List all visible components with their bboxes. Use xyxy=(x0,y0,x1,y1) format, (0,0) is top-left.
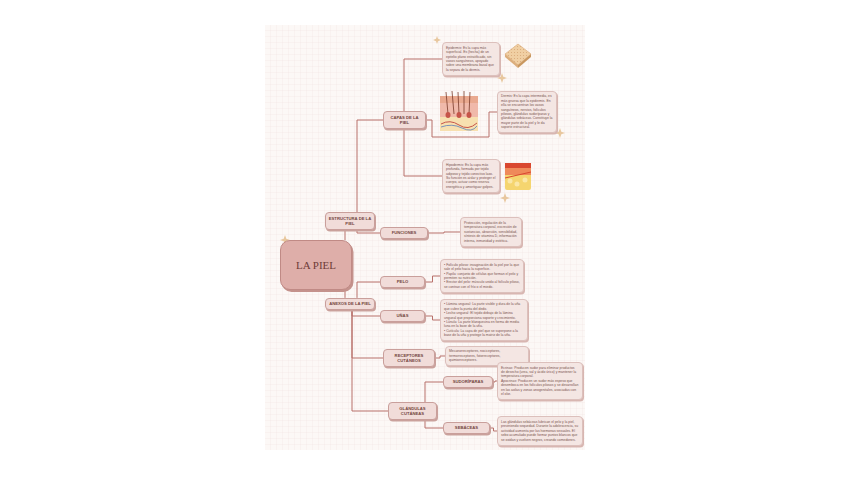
node-text: PELO xyxy=(383,279,422,284)
branch-box: ANEXOS DE LA PIEL xyxy=(325,298,375,310)
content-box: Epidermis: Es la capa más superficial. E… xyxy=(442,42,500,76)
connector xyxy=(425,420,443,428)
branch-box: GLÁNDULAS CUTÁNEAS xyxy=(388,402,437,420)
node-text: • Lecho ungueal: El tejido debajo de la … xyxy=(444,311,524,320)
connector xyxy=(425,276,440,282)
content-box: • Folículo piloso: invaginación de la pi… xyxy=(440,259,524,293)
branch-box: RECEPTORES CUTÁNEOS xyxy=(383,349,435,367)
branch-box: SUDORÍPARAS xyxy=(443,376,493,388)
branch-box: SEBÁCEAS xyxy=(443,422,490,434)
node-text: Hipodermis: Es la capa más profunda, for… xyxy=(446,163,496,190)
connector xyxy=(345,230,346,240)
epidermis-illustration xyxy=(505,44,531,68)
node-text: Ecrinas: Producen sudor para eliminar pr… xyxy=(501,366,579,379)
node-text: SEBÁCEAS xyxy=(446,425,487,430)
node-text: Las glándulas sebáceas lubrican el pelo … xyxy=(501,420,579,442)
node-text: • Erector del pelo: músculo unido al fol… xyxy=(444,280,520,289)
node-text: RECEPTORES CUTÁNEOS xyxy=(386,353,432,364)
node-text: Dermis: Es la capa intermedia, es más gr… xyxy=(501,94,553,129)
branch-box: CAPAS DE LA PIEL xyxy=(383,111,426,129)
connector xyxy=(404,59,442,111)
node-text: Epidermis: Es la capa más superficial. E… xyxy=(446,46,496,73)
branch-box: ESTRUCTURA DE LA PIEL xyxy=(325,212,375,230)
node-text: • Papila: conjunto de células que forman… xyxy=(444,272,520,281)
content-box: Ecrinas: Producen sudor para eliminar pr… xyxy=(497,362,583,400)
connector xyxy=(426,112,497,137)
connector xyxy=(352,310,380,316)
branch-box: UÑAS xyxy=(380,310,425,322)
connector xyxy=(425,382,443,402)
hipodermis-illustration xyxy=(505,163,531,190)
branch-box: PELO xyxy=(380,276,425,288)
node-text: Protección, regulación de la temperatura… xyxy=(464,221,518,243)
node-text: CAPAS DE LA PIEL xyxy=(386,115,423,126)
connector xyxy=(404,129,442,176)
node-text: UÑAS xyxy=(383,313,422,318)
node-text: • Lúnula: La parte blanquecina en forma … xyxy=(444,320,524,329)
connector xyxy=(352,310,383,358)
paper-grid xyxy=(265,25,585,450)
content-box: • Lámina ungueal: La parte visible y dur… xyxy=(440,299,528,341)
connector xyxy=(425,316,440,320)
content-box: Protección, regulación de la temperatura… xyxy=(460,217,522,246)
content-box: Hipodermis: Es la capa más profunda, for… xyxy=(442,159,500,193)
content-box: Las glándulas sebáceas lubrican el pelo … xyxy=(497,416,583,445)
connector xyxy=(490,428,497,431)
paper-sheet xyxy=(265,25,585,450)
connector xyxy=(435,356,445,358)
connector xyxy=(357,120,383,212)
node-text: • Lámina ungueal: La parte visible y dur… xyxy=(444,302,524,311)
content-box: Dermis: Es la capa intermedia, es más gr… xyxy=(497,91,557,133)
sparkles xyxy=(280,36,565,245)
node-text: • Cutícula: La capa de piel que se super… xyxy=(444,329,524,338)
node-text: Apocrinas: Producen un sudor más espeso … xyxy=(501,379,579,397)
connector xyxy=(345,290,346,298)
connector xyxy=(357,230,380,233)
central-topic: LA PIEL xyxy=(280,240,352,290)
connector xyxy=(357,282,380,298)
node-text: Mecanorreceptores, nociceptores, termorr… xyxy=(449,349,525,362)
node-text: ANEXOS DE LA PIEL xyxy=(328,301,372,306)
node-text: FUNCIONES xyxy=(383,230,425,235)
connector xyxy=(428,232,460,233)
node-text: LA PIEL xyxy=(296,259,336,271)
node-text: SUDORÍPARAS xyxy=(446,379,490,384)
branch-box: FUNCIONES xyxy=(380,227,428,239)
node-text: ESTRUCTURA DE LA PIEL xyxy=(328,216,372,227)
node-text: • Folículo piloso: invaginación de la pi… xyxy=(444,263,520,272)
dermis-illustration xyxy=(440,91,478,131)
node-text: GLÁNDULAS CUTÁNEAS xyxy=(391,406,434,417)
